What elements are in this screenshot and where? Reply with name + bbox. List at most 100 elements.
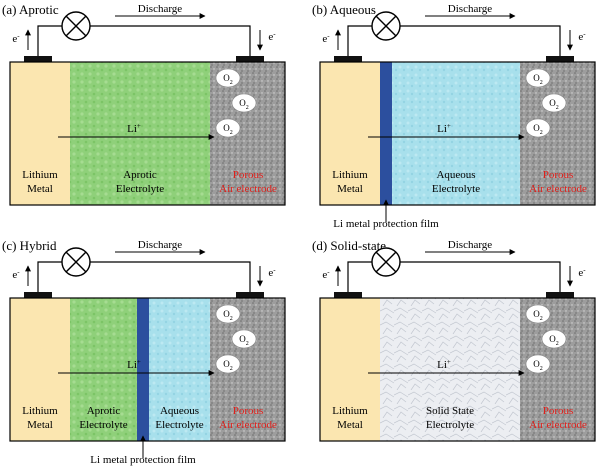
o2-label: O2 bbox=[533, 73, 543, 86]
o2-bubble bbox=[215, 304, 241, 324]
cell-outline bbox=[319, 61, 596, 206]
o2-label: O2 bbox=[223, 309, 233, 322]
circuit-wire-right bbox=[90, 261, 251, 292]
electrolyte-label-line2: Electrolyte bbox=[426, 419, 474, 431]
li-ion-label: Li+ bbox=[437, 358, 451, 371]
anode-terminal bbox=[334, 292, 362, 298]
cathode-label-line2: Air electrode bbox=[529, 183, 587, 195]
cathode-terminal bbox=[546, 56, 574, 62]
electrolyte-label-line2: Electrolyte bbox=[432, 183, 480, 195]
o2-bubble bbox=[231, 329, 257, 349]
electrolyte-label-line1: Aprotic bbox=[123, 169, 157, 181]
circuit-wire-left bbox=[347, 261, 372, 292]
electrolyte-aqueous bbox=[149, 298, 210, 441]
li-ion-label: Li+ bbox=[127, 358, 141, 371]
electron-label-left: e- bbox=[322, 268, 330, 281]
cathode-terminal bbox=[236, 292, 264, 298]
circuit-wire-right bbox=[400, 25, 561, 56]
o2-label: O2 bbox=[223, 73, 233, 86]
o2-bubble bbox=[215, 354, 241, 374]
cell-outline bbox=[319, 297, 596, 442]
o2-bubble bbox=[525, 68, 551, 88]
circuit-wire-left bbox=[347, 25, 372, 56]
circuit-wire-left bbox=[37, 261, 62, 292]
anode-label-line1: Lithium bbox=[332, 169, 368, 181]
electrolyte-label-line1: Solid State bbox=[426, 405, 474, 417]
o2-bubble bbox=[525, 304, 551, 324]
cathode-label-line1: Porous bbox=[543, 405, 574, 417]
o2-bubble bbox=[525, 118, 551, 138]
o2-bubble bbox=[215, 68, 241, 88]
cell-outline bbox=[9, 61, 286, 206]
electrolyte-solid bbox=[380, 298, 520, 441]
cathode-terminal bbox=[546, 292, 574, 298]
circuit-wire-right bbox=[90, 25, 251, 56]
o2-label: O2 bbox=[549, 98, 559, 111]
protection-film bbox=[137, 298, 149, 441]
electrolyte-label-line2: Electrolyte bbox=[155, 419, 203, 431]
lamp-cross-line bbox=[375, 251, 397, 273]
panel-label: (d) Solid-state bbox=[312, 238, 386, 253]
anode-terminal bbox=[334, 56, 362, 62]
lamp-cross-line bbox=[375, 15, 397, 37]
electrolyte-aprotic bbox=[70, 62, 210, 205]
lithium-anode bbox=[10, 298, 70, 441]
o2-label: O2 bbox=[533, 123, 543, 136]
li-ion-label: Li+ bbox=[437, 122, 451, 135]
cathode-label-line2: Air electrode bbox=[219, 419, 277, 431]
anode-label-line2: Metal bbox=[27, 419, 53, 431]
electrolyte-aprotic bbox=[70, 298, 137, 441]
panel-label: (a) Aprotic bbox=[2, 2, 59, 17]
o2-bubble bbox=[541, 93, 567, 113]
electron-label-right: e- bbox=[578, 266, 586, 279]
o2-label: O2 bbox=[223, 123, 233, 136]
electrolyte-label-line2: Electrolyte bbox=[79, 419, 127, 431]
o2-bubble bbox=[525, 354, 551, 374]
electrolyte-label-line1: Aqueous bbox=[436, 169, 475, 181]
lithium-anode bbox=[320, 62, 380, 205]
panel-label: (b) Aqueous bbox=[312, 2, 376, 17]
protection-film bbox=[380, 62, 392, 205]
electron-label-right: e- bbox=[578, 30, 586, 43]
electrolyte-label-line1: Aprotic bbox=[87, 405, 121, 417]
cathode-label-line1: Porous bbox=[233, 169, 264, 181]
discharge-label: Discharge bbox=[448, 3, 493, 15]
electron-label-left: e- bbox=[12, 268, 20, 281]
lithium-anode bbox=[320, 298, 380, 441]
cathode-label-line1: Porous bbox=[543, 169, 574, 181]
film-label: Li metal protection film bbox=[333, 218, 439, 230]
anode-label-line2: Metal bbox=[337, 183, 363, 195]
cathode-label-line1: Porous bbox=[233, 405, 264, 417]
discharge-label: Discharge bbox=[138, 239, 183, 251]
anode-terminal bbox=[24, 292, 52, 298]
anode-label-line1: Lithium bbox=[332, 405, 368, 417]
cathode-terminal bbox=[236, 56, 264, 62]
electron-label-right: e- bbox=[268, 266, 276, 279]
circuit-wire-right bbox=[400, 261, 561, 292]
electron-label-left: e- bbox=[322, 32, 330, 45]
o2-label: O2 bbox=[239, 334, 249, 347]
o2-bubble bbox=[541, 329, 567, 349]
lithium-anode bbox=[10, 62, 70, 205]
o2-label: O2 bbox=[533, 309, 543, 322]
o2-label: O2 bbox=[239, 98, 249, 111]
o2-bubble bbox=[231, 93, 257, 113]
lamp-cross-line bbox=[65, 251, 87, 273]
electron-label-right: e- bbox=[268, 30, 276, 43]
electron-label-left: e- bbox=[12, 32, 20, 45]
li-ion-label: Li+ bbox=[127, 122, 141, 135]
circuit-wire-left bbox=[37, 25, 62, 56]
cathode-label-line2: Air electrode bbox=[529, 419, 587, 431]
lamp-cross-line bbox=[65, 15, 87, 37]
film-label: Li metal protection film bbox=[90, 454, 196, 466]
o2-label: O2 bbox=[549, 334, 559, 347]
anode-label-line1: Lithium bbox=[22, 405, 58, 417]
electrolyte-label-line2: Electrolyte bbox=[116, 183, 164, 195]
o2-label: O2 bbox=[223, 359, 233, 372]
anode-terminal bbox=[24, 56, 52, 62]
